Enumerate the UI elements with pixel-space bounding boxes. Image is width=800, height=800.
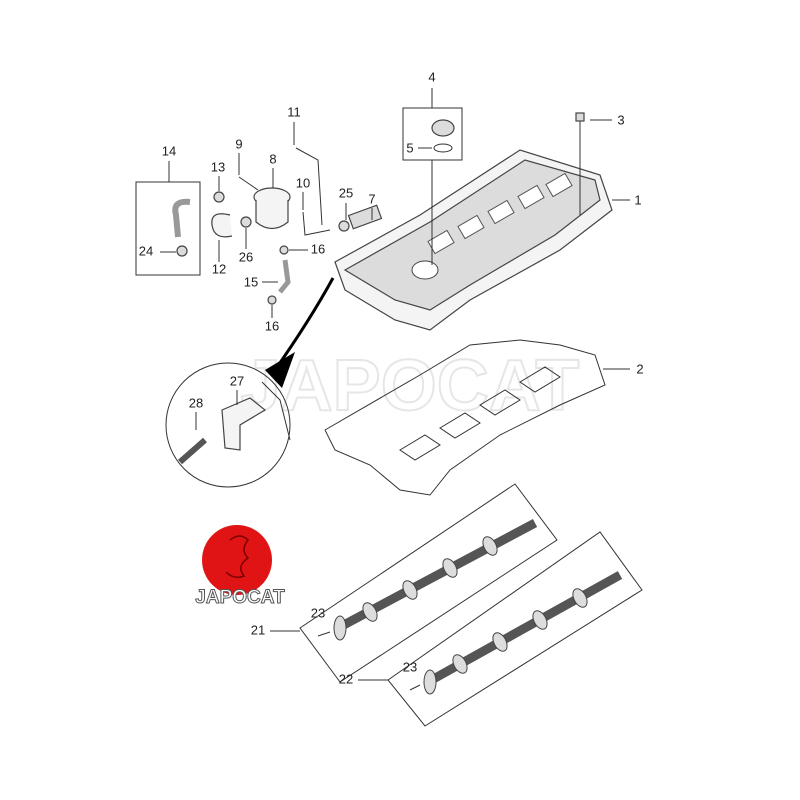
callout-28: 28 — [189, 395, 203, 410]
callout-12: 12 — [212, 261, 226, 276]
callout-21: 21 — [251, 622, 265, 637]
callout-16b: 16 — [265, 318, 279, 333]
callout-7: 7 — [368, 191, 375, 206]
valve-cover — [334, 149, 613, 331]
callout-23b: 23 — [403, 659, 417, 674]
callout-23a: 23 — [311, 605, 325, 620]
callout-8: 8 — [269, 151, 276, 166]
callout-13: 13 — [211, 159, 225, 174]
callout-9: 9 — [235, 136, 242, 151]
japocat-logo: JAPOCAT — [195, 525, 286, 609]
logo-text: JAPOCAT — [195, 587, 285, 608]
callout-16a: 16 — [311, 241, 325, 256]
callout-27: 27 — [230, 373, 244, 388]
callout-10: 10 — [296, 175, 310, 190]
camshaft-22: 23 22 — [339, 531, 643, 727]
callout-26: 26 — [239, 249, 253, 264]
callout-3: 3 — [617, 112, 624, 127]
watermark: JAPOCAT — [241, 346, 580, 426]
callout-11: 11 — [287, 104, 301, 119]
callout-14: 14 — [162, 143, 176, 158]
callout-4: 4 — [428, 69, 435, 84]
callout-1: 1 — [634, 192, 641, 207]
camshaft-21: 23 21 — [251, 483, 558, 683]
detail-inset: 27 28 — [165, 362, 291, 488]
callout-2: 2 — [636, 361, 643, 376]
callout-5: 5 — [406, 140, 413, 155]
callout-24: 24 — [139, 243, 153, 258]
gasket — [324, 339, 606, 496]
callout-15: 15 — [244, 274, 258, 289]
callout-22: 22 — [339, 671, 353, 686]
callout-25: 25 — [339, 185, 353, 200]
